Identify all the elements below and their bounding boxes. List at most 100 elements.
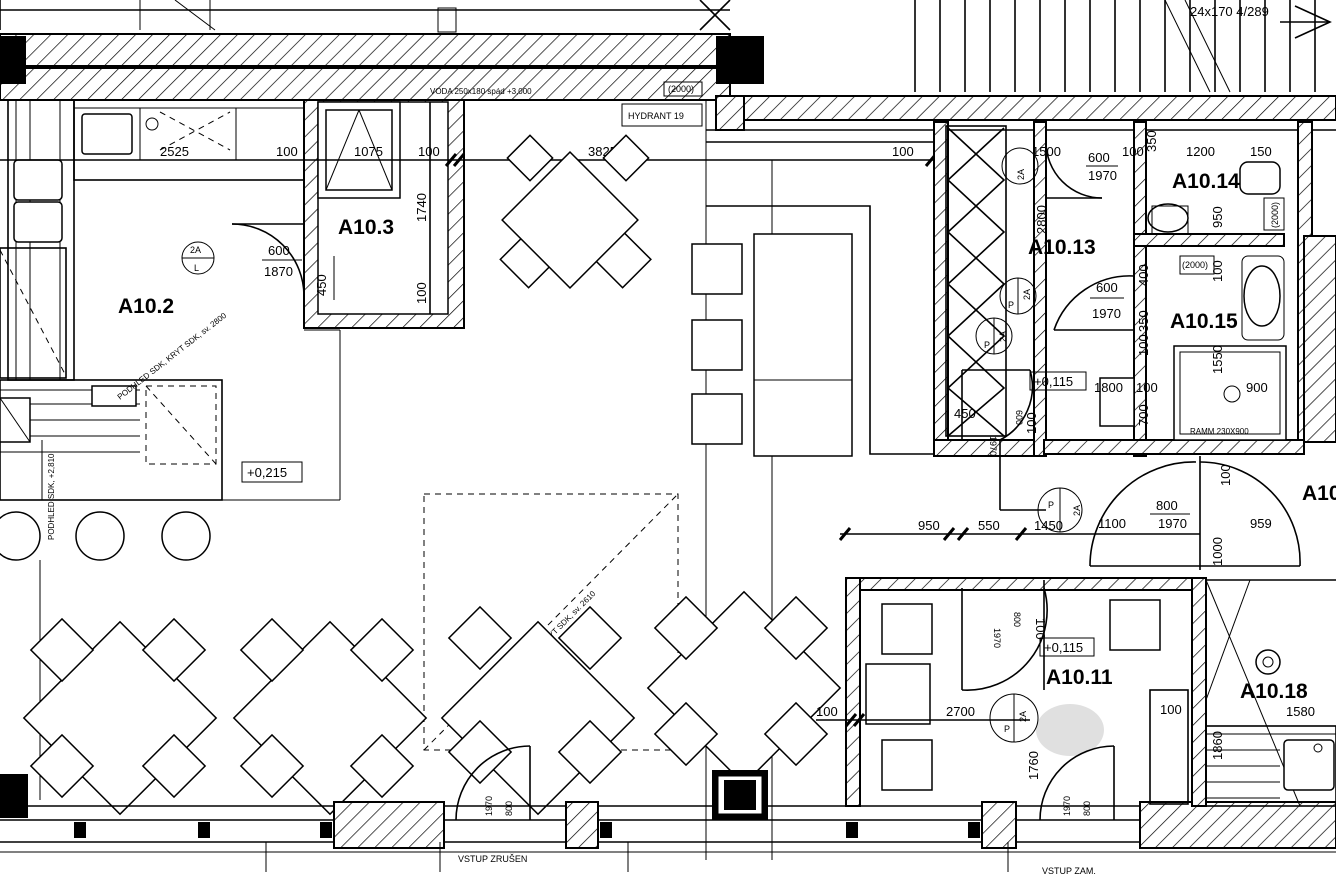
hydrant-label: HYDRANT 19 <box>628 111 684 121</box>
dim-label: 600 <box>1096 280 1118 295</box>
dim-label: 1970 <box>484 796 494 816</box>
dim-label: 450 <box>954 406 976 421</box>
dim-label: 1800 <box>1094 380 1123 395</box>
table-group <box>22 617 218 816</box>
table-group <box>440 605 636 816</box>
dim-label: 1200 <box>1186 144 1215 159</box>
level-mark: +0,115 <box>1034 374 1073 389</box>
dim-label: 1450 <box>1034 518 1063 533</box>
stair: 24x170 4/289 <box>0 0 1332 93</box>
dim-label: 2525 <box>160 144 189 159</box>
door-tag: 2A <box>1022 289 1032 300</box>
door-tag: P <box>984 340 990 350</box>
dim-label: 800 <box>1156 498 1178 513</box>
dim-label: 1870 <box>264 264 293 279</box>
dim-label: 800 <box>504 801 514 816</box>
dim-label: 1970 <box>1158 516 1187 531</box>
ceiling-note: PODHLED SDK, +2,810 <box>47 453 56 540</box>
dim-label: 100 <box>892 144 914 159</box>
dim-label: 1580 <box>1286 704 1315 719</box>
dim-label: 100 <box>418 144 440 159</box>
room-label: A10.3 <box>338 216 394 239</box>
dim-label: 100 <box>1122 144 1144 159</box>
top-walls <box>0 33 1336 143</box>
dim-label: 100 <box>1160 702 1182 717</box>
dim-label: 550 <box>978 518 1000 533</box>
dim-label: 100 <box>276 144 298 159</box>
room-label: A10.11 <box>1046 666 1113 689</box>
dim-label: 2700 <box>946 704 975 719</box>
dim-label: 1970 <box>1062 796 1072 816</box>
table-group <box>499 134 652 289</box>
dim-label: 100 <box>1136 334 1151 356</box>
room-label: A10.18 <box>1240 680 1308 703</box>
room-label: A10.14 <box>1172 170 1240 193</box>
dim-label: 900 <box>1246 380 1268 395</box>
level-mark: +0,215 <box>247 465 287 480</box>
door-tag: P <box>1008 300 1014 310</box>
room-label: A10.15 <box>1170 310 1238 333</box>
door-tag: 2A <box>1016 169 1026 180</box>
dim-label: (2000) <box>1270 202 1280 228</box>
room-a10-3: 1075 100 1740 100 450 A10.3 <box>303 99 465 329</box>
dim-label: 1550 <box>1210 345 1225 374</box>
door-tag: L <box>194 263 199 273</box>
dim-label: 1100 <box>1098 516 1126 531</box>
dim-label: 350 <box>1144 130 1159 152</box>
dim-label: (2000) <box>1182 260 1208 270</box>
table-group <box>646 590 842 786</box>
dim-label: 1970 <box>1088 168 1117 183</box>
dim-label: 600 <box>1014 410 1024 425</box>
door-tag: P <box>1048 500 1054 510</box>
dim-label: 1500 <box>1032 144 1061 159</box>
dim-label: 100 <box>414 282 429 304</box>
dim-label: 100 <box>1210 260 1225 282</box>
dim-label: 950 <box>918 518 940 533</box>
dim-label: 800 <box>1082 801 1092 816</box>
dim-label: 600 <box>268 243 290 258</box>
door-tag: 2A <box>1072 505 1082 516</box>
shower-label: RAMM 230X900 <box>1190 427 1249 436</box>
room-label: A10 <box>1302 482 1336 505</box>
dim-label: 959 <box>1250 516 1272 531</box>
door-tag: 2A <box>1018 711 1028 722</box>
dim-label: 2800 <box>1034 205 1049 234</box>
dim-label: 150 <box>1250 144 1272 159</box>
room-label: A10.13 <box>1028 236 1096 259</box>
dim-label: 100 <box>1024 412 1039 434</box>
level-mark: +0,115 <box>1044 640 1083 655</box>
dim-label: 450 <box>314 274 329 296</box>
door-tag: 2A <box>190 245 201 255</box>
dim-label: 1000 <box>1210 537 1225 566</box>
dim-label: 400 <box>1136 264 1151 286</box>
column <box>716 36 764 84</box>
dim-label: 700 <box>1136 404 1151 426</box>
column <box>0 36 26 84</box>
dim-label: 1075 <box>354 144 383 159</box>
dim-label: 1740 <box>414 193 429 222</box>
dim-label: 1860 <box>1210 731 1225 760</box>
dim-label: 600 <box>1088 150 1110 165</box>
dim-label: 950 <box>1210 206 1225 228</box>
room-label: A10.2 <box>118 295 174 318</box>
door-tag: P <box>1004 724 1010 734</box>
dim-label: 100 <box>1136 380 1158 395</box>
dim-label: 100 <box>1218 464 1233 486</box>
dim-label: 1970 <box>992 628 1002 648</box>
ceiling-note: PODHLED SDK, KRYT SDK, sv. 2800 <box>116 311 229 402</box>
stair-label: 24x170 4/289 <box>1190 4 1269 19</box>
dim-label: 350 <box>1136 310 1151 332</box>
dim-label: 800 <box>1012 612 1022 627</box>
dim-label: 100 <box>816 704 838 719</box>
dim-label: (2000) <box>668 84 694 94</box>
bottom-wall <box>0 770 1336 872</box>
entrance-label: VSTUP ZRUŠEN <box>458 854 527 864</box>
door-tag: 2A <box>998 331 1008 342</box>
dim-label: 1970 <box>988 436 998 456</box>
bar-counter <box>691 205 940 457</box>
dim-label: 1970 <box>1092 306 1121 321</box>
entrance-label: VSTUP ZAM. <box>1042 866 1096 876</box>
dim-label: 1760 <box>1026 751 1041 780</box>
dim-label: 100 <box>1033 618 1048 640</box>
